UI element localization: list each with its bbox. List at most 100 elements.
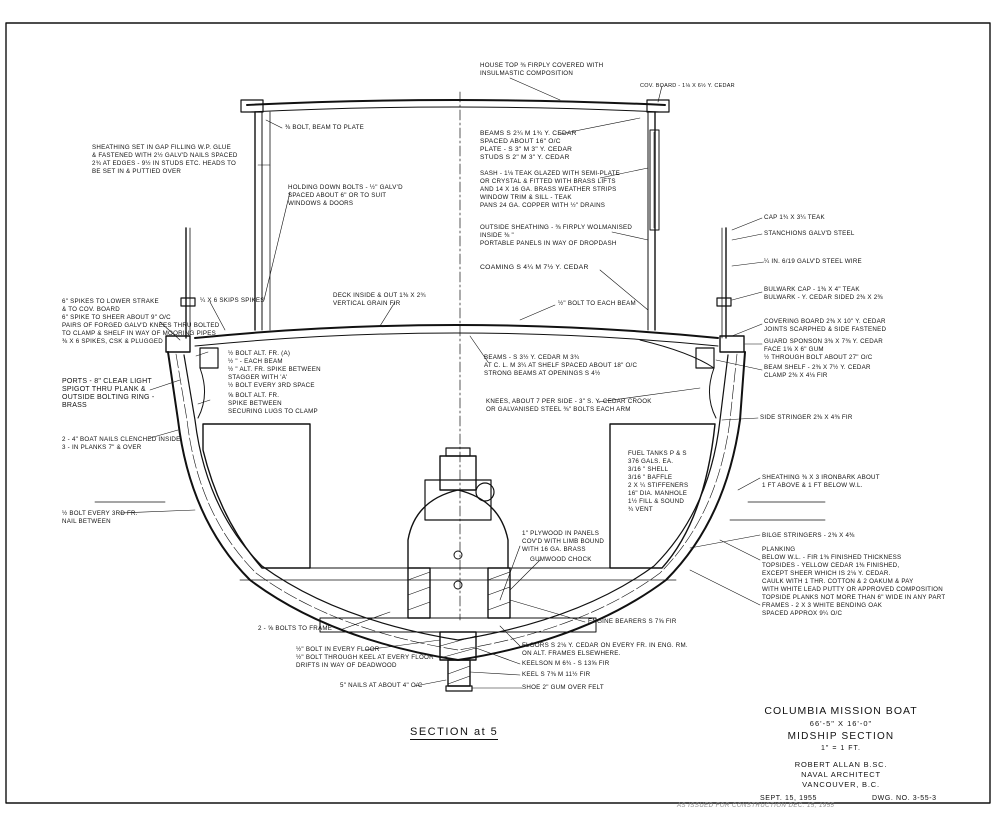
label-line: ½" BOLT IN EVERY FLOOR bbox=[296, 646, 380, 653]
label-line: TOPSIDE PLANKS NOT MORE THAN 6" WIDE IN … bbox=[762, 594, 946, 601]
hull-planking-line bbox=[175, 353, 738, 651]
label-line: ½ BOLT EVERY 3RD FR. bbox=[62, 510, 138, 517]
leader-beams bbox=[559, 117, 641, 135]
beam-shelf-right bbox=[695, 347, 715, 369]
label-line: SPACED APPROX 9¼ o/c bbox=[762, 610, 843, 617]
label-line: INSULMASTIC COMPOSITION bbox=[480, 70, 574, 77]
label-line: 6" SPIKE TO SHEER ABOUT 9" o/c bbox=[62, 314, 171, 321]
label-line: PORTABLE PANELS IN WAY OF DROPDASH bbox=[480, 240, 617, 247]
leader-bolt-plate bbox=[265, 119, 283, 129]
label-line: BEAMS - S 3½ Y. CEDAR M 3¾ bbox=[484, 354, 580, 361]
label-sheathing-gap: SHEATHING SET IN GAP FILLING W.P. GLUE& … bbox=[92, 144, 238, 176]
label-line: KEEL S 7⅜ M 11½ FIR bbox=[522, 671, 591, 678]
label-line: FACE 1⅝ x 6" GUM bbox=[764, 346, 824, 353]
leader-bolts-frame bbox=[339, 611, 391, 631]
label-nails-4in: 5" NAILS AT ABOUT 4" o/c bbox=[340, 682, 423, 690]
bearer-hatch bbox=[487, 586, 511, 596]
title-date: SEPT. 15, 1955 bbox=[760, 795, 818, 802]
label-line: ½ THROUGH BOLT ABOUT 27" o/c bbox=[764, 354, 873, 361]
label-line: FUEL TANKS P & S bbox=[628, 450, 687, 457]
label-line: INSIDE ⅜ " bbox=[480, 232, 514, 239]
label-line: AT C. L. M 3¼ AT SHELF SPACED ABOUT 18" … bbox=[484, 362, 638, 369]
label-bolt-3rd-fr: ½ BOLT EVERY 3RD FR.NAIL BETWEEN bbox=[62, 510, 138, 526]
label-line: DECK INSIDE & OUT 1⅜ x 2¾ bbox=[333, 292, 426, 299]
construction-note: AS ISSUED FOR CONSTRUCTION DEC. 15, 1955 bbox=[677, 803, 835, 809]
label-bolt-each-beam: ½" BOLT TO EACH BEAM bbox=[558, 300, 636, 308]
leader-bolts-alt2 bbox=[197, 399, 211, 405]
label-line: 16" DIA. MANHOLE bbox=[628, 490, 688, 497]
label-line: 6" SPIKES TO LOWER STRAKE bbox=[62, 298, 159, 305]
label-line: SPACED ABOUT 16" o/c bbox=[480, 138, 561, 145]
leader-house-top bbox=[509, 77, 561, 101]
label-wire: ¼ IN. 6/19 GALV'D STEEL WIRE bbox=[764, 258, 862, 266]
label-keel: KEEL S 7⅜ M 11½ FIR bbox=[522, 671, 590, 679]
title-city: VANCOUVER, B.C. bbox=[802, 780, 880, 789]
leader-cov-board bbox=[657, 85, 663, 103]
label-cap: CAP 1¾ x 3¼ TEAK bbox=[764, 214, 825, 222]
floor-timber bbox=[319, 617, 597, 633]
label-line: ½ BOLT ALT. FR. (A) bbox=[228, 350, 291, 357]
label-line: ENGINE BEARERS S 7⅝ FIR bbox=[588, 618, 677, 625]
label-bolts-to-frame: 2 - ⅝ BOLTS TO FRAME bbox=[258, 625, 332, 633]
bearer-hatch bbox=[407, 601, 431, 611]
leader-plywood bbox=[499, 545, 521, 601]
label-line: GUMWOOD CHOCK bbox=[530, 556, 592, 563]
leader-floor-bolts bbox=[364, 639, 441, 651]
knee-right-bracket bbox=[639, 339, 715, 369]
label-line: OR CRYSTAL & FITTED WITH BRASS LIFTS bbox=[480, 178, 616, 185]
label-line: STAGGER WITH 'A' bbox=[228, 374, 288, 381]
house-top bbox=[246, 99, 666, 106]
label-line: BELOW W.L. - FIR 1⅜ FINISHED THICKNESS bbox=[762, 554, 902, 561]
label-line: GUARD SPONSON 3⅜ x 7⅜ Y. CEDAR bbox=[764, 338, 884, 345]
label-line: STRONG BEAMS AT OPENINGS S 4½ bbox=[484, 370, 601, 377]
label-line: PLATE - S 3" M 3" Y. CEDAR bbox=[480, 146, 573, 153]
bearer-hatch bbox=[487, 571, 511, 581]
label-line: PLANKING bbox=[762, 546, 796, 553]
label-shoe: SHOE 2" GUM OVER FELT bbox=[522, 684, 604, 692]
label-line: 1 FT ABOVE & 1 FT BELOW W.L. bbox=[762, 482, 863, 489]
label-knees: KNEES, ABOUT 7 PER SIDE - 3" S. Y. CEDAR… bbox=[486, 398, 652, 414]
keel-hatch bbox=[439, 635, 477, 647]
label-line: ⅜ BOLT, BEAM TO PLATE bbox=[285, 124, 365, 131]
label-line: SHEATHING ⅜ x 3 IRONBARK ABOUT bbox=[762, 474, 880, 481]
leader-bulwark bbox=[731, 291, 763, 301]
label-line: & TO COV. BOARD bbox=[62, 306, 120, 313]
label-line: HOLDING DOWN BOLTS - ½" GALV'D bbox=[288, 184, 403, 191]
knee-left bbox=[197, 367, 205, 419]
label-line: SIDE STRINGER 2⅜ x 4⅜ FIR bbox=[760, 414, 853, 421]
label-line: 376 GALS. EA. bbox=[628, 458, 674, 465]
label-line: 3 - IN PLANKS 7" & OVER bbox=[62, 444, 142, 451]
leader-bolts-alt bbox=[195, 351, 209, 357]
leader-covering bbox=[731, 323, 763, 337]
label-gumwood-chock: GUMWOOD CHOCK bbox=[530, 556, 592, 564]
label-line: STUDS S 2" M 3" Y. CEDAR bbox=[480, 154, 570, 161]
label-line: 3/16 " BAFFLE bbox=[628, 474, 673, 481]
label-side-stringer: SIDE STRINGER 2⅜ x 4⅜ FIR bbox=[760, 414, 853, 422]
label-line: WITH WHITE LEAD PUTTY OR APPROVED COMPOS… bbox=[762, 586, 943, 593]
engine-bearer-right bbox=[487, 567, 511, 619]
leader-coaming bbox=[599, 269, 649, 311]
title-architect-name: ROBERT ALLAN B.SC. bbox=[794, 760, 888, 769]
label-bolt-beam-plate: ⅜ BOLT, BEAM TO PLATE bbox=[285, 124, 364, 132]
label-line: BEAMS S 2¼ M 1¾ Y. CEDAR bbox=[480, 130, 577, 137]
engine-block bbox=[424, 479, 492, 521]
keel-hatch bbox=[447, 665, 471, 675]
label-line: ½" BOLT TO EACH BEAM bbox=[558, 300, 636, 307]
label-line: TO CLAMP & SHELF IN WAY OF MOORING PIPES bbox=[62, 330, 217, 337]
stanchion-cap-left bbox=[180, 297, 196, 307]
leader-deck bbox=[379, 301, 396, 327]
label-line: ½ " ALT. FR. SPIKE BETWEEN bbox=[228, 366, 321, 373]
